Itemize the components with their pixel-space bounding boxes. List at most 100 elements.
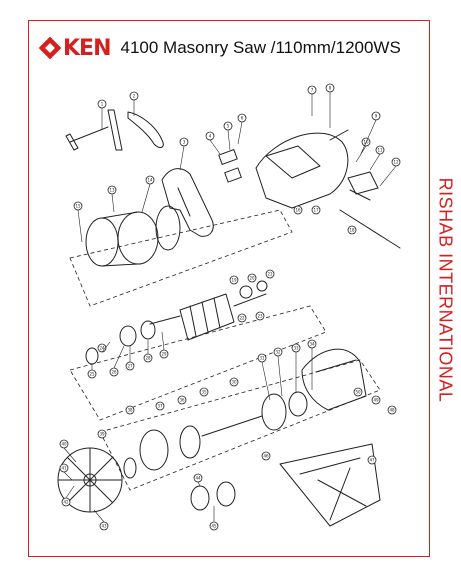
callout-3: 3 (179, 137, 189, 147)
callout-31: 31 (257, 353, 267, 363)
svg-text:39: 39 (99, 432, 105, 437)
callout-14: 14 (145, 175, 155, 185)
callout-49: 49 (371, 395, 381, 405)
gear-train-icon (139, 391, 308, 471)
svg-text:26: 26 (111, 370, 117, 375)
callout-6: 6 (237, 113, 247, 123)
callout-50: 50 (353, 387, 363, 397)
diamond-blade-icon (57, 447, 137, 513)
callout-23: 23 (255, 311, 265, 321)
callout-36: 36 (177, 395, 187, 405)
callout-20: 20 (247, 273, 257, 283)
ken-logo-icon (38, 36, 62, 60)
svg-text:29: 29 (161, 352, 167, 357)
armature-icon (149, 280, 268, 341)
callout-2: 2 (129, 91, 139, 101)
document-header: KEN 4100 Masonry Saw /110mm/1200WS (38, 34, 401, 62)
callout-28: 28 (143, 353, 153, 363)
svg-text:21: 21 (267, 272, 273, 277)
callout-38: 38 (125, 405, 135, 415)
svg-text:43: 43 (101, 524, 107, 529)
svg-text:31: 31 (259, 356, 265, 361)
svg-text:40: 40 (61, 442, 67, 447)
brush-holder-icon (218, 149, 242, 183)
callout-34: 34 (307, 339, 317, 349)
callout-26: 26 (109, 367, 119, 377)
spare-gears-icon (190, 481, 236, 511)
svg-text:50: 50 (355, 390, 361, 395)
callout-25: 25 (87, 369, 97, 379)
svg-text:32: 32 (275, 350, 281, 355)
svg-text:48: 48 (389, 408, 395, 413)
svg-text:16: 16 (295, 208, 301, 213)
svg-text:12: 12 (393, 160, 399, 165)
leader-lines (63, 92, 397, 523)
callout-8: 8 (325, 83, 335, 93)
callout-41: 41 (59, 463, 69, 473)
spanner-icon (65, 109, 164, 151)
bearing-set-icon (85, 320, 156, 365)
svg-text:28: 28 (145, 356, 151, 361)
callout-16: 16 (293, 205, 303, 215)
brand-logo: KEN (38, 36, 111, 61)
svg-text:15: 15 (75, 204, 81, 209)
exploded-parts-diagram: 1 2 3 4 5 6 7 8 9 10 11 12 13 14 15 16 1… (57, 83, 401, 531)
callout-42: 42 (61, 497, 71, 507)
svg-text:13: 13 (109, 188, 115, 193)
svg-text:44: 44 (195, 476, 201, 481)
base-plate-icon (279, 443, 381, 527)
callout-29: 29 (159, 349, 169, 359)
svg-text:17: 17 (313, 208, 319, 213)
callout-17: 17 (311, 205, 321, 215)
svg-text:35: 35 (201, 390, 207, 395)
callout-13: 13 (107, 185, 117, 195)
svg-text:7: 7 (311, 88, 314, 93)
callout-11: 11 (375, 145, 385, 155)
page-frame (28, 20, 430, 557)
callout-46: 46 (261, 451, 271, 461)
svg-text:38: 38 (127, 408, 133, 413)
callout-22: 22 (237, 313, 247, 323)
callout-21: 21 (265, 269, 275, 279)
svg-text:14: 14 (147, 178, 153, 183)
stator-icon (85, 205, 181, 267)
callout-33: 33 (291, 343, 301, 353)
svg-text:5: 5 (227, 124, 230, 129)
svg-text:19: 19 (231, 278, 237, 283)
svg-text:1: 1 (101, 102, 104, 107)
spindle-shaft-icon (339, 171, 401, 249)
motor-housing-icon (255, 129, 371, 209)
svg-text:22: 22 (239, 316, 245, 321)
callout-15: 15 (73, 201, 83, 211)
zone-gearbox (99, 359, 381, 491)
callout-45: 45 (209, 521, 219, 531)
svg-text:6: 6 (241, 116, 244, 121)
callout-47: 47 (367, 455, 377, 465)
svg-text:49: 49 (373, 398, 379, 403)
callout-24: 24 (97, 343, 107, 353)
callout-7: 7 (307, 85, 317, 95)
svg-text:36: 36 (179, 398, 185, 403)
svg-text:37: 37 (157, 404, 163, 409)
callout-48: 48 (387, 405, 397, 415)
callout-18: 18 (347, 225, 357, 235)
callout-44: 44 (193, 473, 203, 483)
svg-text:2: 2 (133, 94, 136, 99)
svg-text:18: 18 (349, 228, 355, 233)
zone-armature (69, 305, 327, 421)
svg-text:25: 25 (89, 372, 95, 377)
svg-text:8: 8 (329, 86, 332, 91)
callout-9: 9 (371, 111, 381, 121)
zone-field (69, 209, 293, 307)
svg-text:33: 33 (293, 346, 299, 351)
svg-text:24: 24 (99, 346, 105, 351)
svg-text:9: 9 (375, 114, 378, 119)
callout-27: 27 (125, 361, 135, 371)
svg-text:23: 23 (257, 314, 263, 319)
callout-4: 4 (205, 131, 215, 141)
svg-text:34: 34 (309, 342, 315, 347)
svg-text:42: 42 (63, 500, 69, 505)
callout-40: 40 (59, 439, 69, 449)
svg-text:20: 20 (249, 276, 255, 281)
svg-text:46: 46 (263, 454, 269, 459)
